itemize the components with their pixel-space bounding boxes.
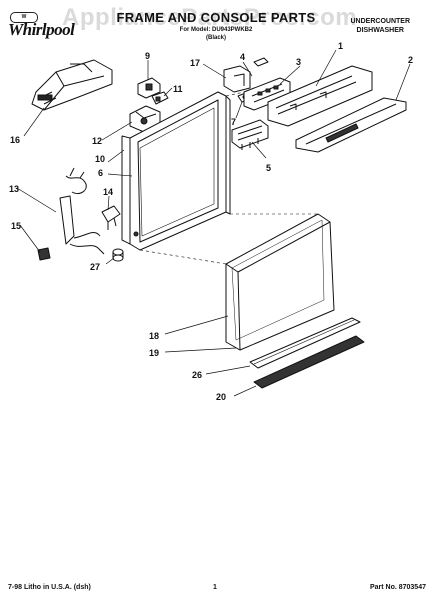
part-3-control-board [243,77,291,111]
part-15-connector [37,247,51,261]
callout-6: 6 [98,168,103,178]
part-9-bracket [137,77,161,99]
page-title: FRAME AND CONSOLE PARTS [116,10,316,25]
part-14-switch [101,205,121,230]
part-18-outer-door-panel [225,213,335,351]
part-20-bottom-trim [253,335,365,389]
callout-17: 17 [190,58,200,68]
callout-16: 16 [10,135,20,145]
part-number: Part No. 8703547 [369,584,426,591]
category-line-1: UNDERCOUNTER [350,18,411,25]
brand-logo: Whirlpool [8,20,75,39]
leader-lines [16,49,411,397]
callout-15: 15 [11,221,21,231]
part-17-switch-housing [223,65,251,93]
part-2-console-trim [295,97,407,153]
callout-7: 7 [231,117,236,127]
part-1-console-panel [267,65,373,127]
brand-badge: W [10,12,38,23]
callout-3: 3 [296,57,301,67]
alignment-lines [139,91,318,265]
part-26-toe-strip [249,317,361,369]
callout-5: 5 [266,163,271,173]
part-12-hinge [129,105,161,133]
callout-18: 18 [149,331,159,341]
callout-1: 1 [338,41,343,51]
callout-26: 26 [192,370,202,380]
part-5-switch-bank [231,119,269,150]
callout-11: 11 [173,84,183,94]
callout-19: 19 [149,348,159,358]
part-16-console-cap [31,59,113,111]
callout-13: 13 [9,184,19,194]
part-27-grommet [112,248,124,262]
part-11-clip [151,91,169,105]
callout-20: 20 [216,392,226,402]
callout-12: 12 [92,136,102,146]
product-category: UNDERCOUNTER DISHWASHER [351,17,411,35]
page-number: 1 [213,584,217,591]
part-4-fastener [253,57,269,67]
callout-9: 9 [145,51,150,61]
model-line: For Model: DU943PWKB2 [179,27,253,33]
part-13-wire-harness [59,167,105,255]
callout-2: 2 [408,55,413,65]
color-line: (Black) [205,35,226,41]
print-info: 7-98 Litho in U.S.A. (dsh) [8,584,91,591]
callout-4: 4 [240,52,245,62]
part-10-door-frame [121,91,231,251]
callout-10: 10 [95,154,105,164]
category-line-2: DISHWASHER [356,27,404,34]
callout-14: 14 [103,187,113,197]
callout-27: 27 [90,262,100,272]
